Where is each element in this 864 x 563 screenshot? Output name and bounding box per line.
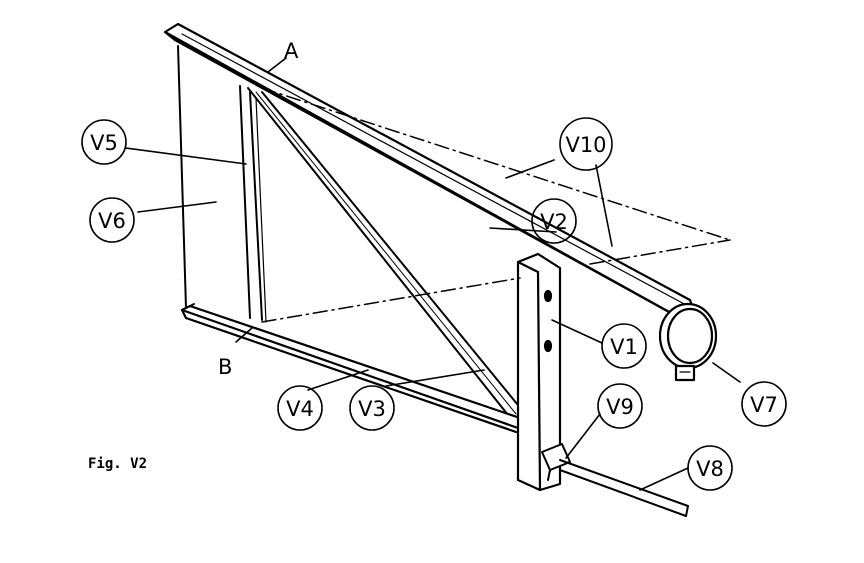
upright-column	[516, 252, 562, 492]
callout-circle-v5	[81, 119, 127, 165]
figure-caption: Fig. V2	[88, 456, 147, 472]
callout-label-v8: V8	[696, 457, 724, 481]
callout-label-v4: V4	[286, 397, 314, 421]
callout-label-v10: V10	[565, 133, 606, 157]
callout-label-v6: V6	[98, 209, 126, 233]
callout-circles	[81, 117, 787, 491]
callout-circle-v2	[531, 198, 577, 244]
callout-circle-v3	[349, 385, 395, 431]
bracket-v9	[541, 443, 571, 481]
callout-label-v1: V1	[610, 335, 638, 359]
callout-circle-v7	[741, 381, 787, 427]
top-beam	[163, 22, 696, 320]
callout-label-v2: V2	[540, 210, 568, 234]
vertical-post	[239, 85, 267, 323]
callout-circle-v9	[597, 383, 643, 429]
callout-circle-v8	[687, 445, 733, 491]
point-label-b: B	[218, 355, 232, 379]
callout-circle-v6	[89, 197, 135, 243]
callout-label-v9: V9	[606, 395, 634, 419]
rail-v8	[559, 459, 689, 517]
callout-circle-v4	[277, 385, 323, 431]
point-label-a: A	[284, 39, 299, 63]
pipe-clamp	[658, 302, 718, 382]
callout-circle-v10	[559, 117, 613, 171]
callout-label-v7: V7	[750, 393, 778, 417]
construction-lines	[261, 87, 731, 323]
back-panel	[177, 45, 195, 309]
leader-lines	[125, 57, 741, 491]
callout-circle-v1	[601, 323, 647, 369]
callout-label-v5: V5	[90, 131, 118, 155]
diagonal-brace	[247, 87, 523, 421]
callout-label-v3: V3	[358, 397, 386, 421]
